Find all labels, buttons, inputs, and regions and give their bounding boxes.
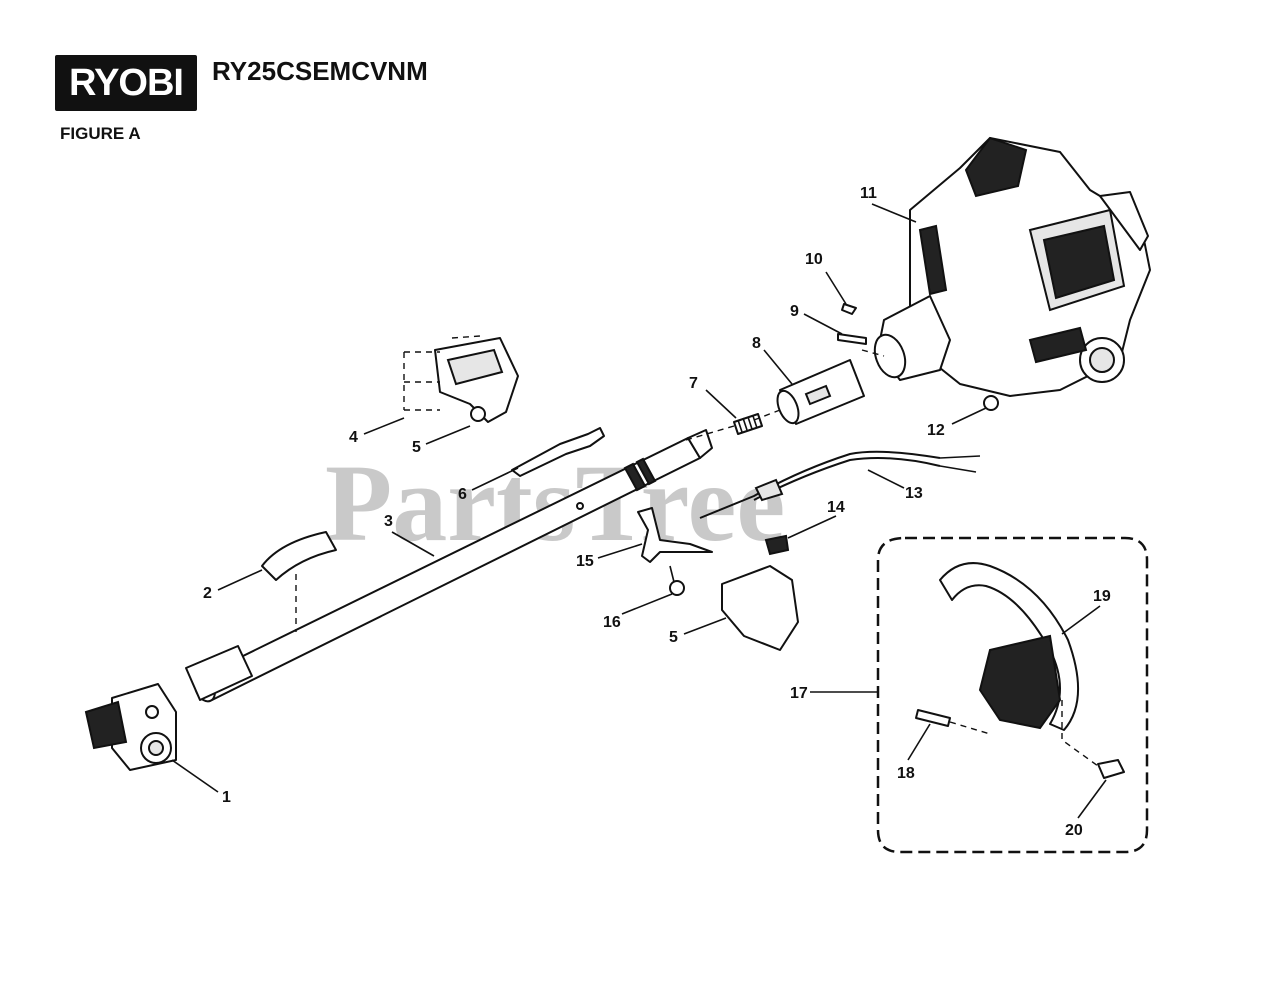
callout-12: 12: [927, 422, 945, 439]
spring-part: [733, 413, 763, 435]
callout-14: 14: [827, 499, 845, 516]
callout-5-upper: 5: [412, 439, 421, 456]
model-number: RY25CSEMCVNM: [212, 56, 428, 86]
callout-2: 2: [203, 585, 212, 602]
ryobi-logo: RYOBI: [55, 55, 197, 111]
throttle-cable-part: [699, 450, 981, 519]
switch-part: [764, 534, 790, 556]
gear-head-part: [84, 683, 177, 771]
callout-16: 16: [603, 614, 621, 631]
callout-19: 19: [1093, 588, 1111, 605]
callout-13: 13: [905, 485, 923, 502]
callout-3: 3: [384, 513, 393, 530]
callout-8: 8: [752, 335, 761, 352]
screw-part: [841, 303, 857, 315]
callout-9: 9: [790, 303, 799, 320]
throttle-housing-lower-part: [721, 565, 799, 651]
engine-part: [873, 136, 1151, 397]
callout-7: 7: [689, 375, 698, 392]
brand-name: RYOBI: [69, 61, 184, 104]
callout-11: 11: [860, 185, 877, 202]
nut-part: [983, 395, 999, 411]
callout-18: 18: [897, 765, 915, 782]
callout-6: 6: [458, 486, 467, 503]
figure-label: FIGURE A: [60, 124, 141, 143]
callout-10: 10: [805, 251, 823, 268]
shaft-part: [185, 429, 713, 703]
callout-17: 17: [790, 685, 808, 702]
wing-nut-part: [1097, 759, 1125, 779]
throttle-housing-part: [403, 335, 519, 423]
callout-1: 1: [222, 789, 231, 806]
handle-assembly-inset: [876, 536, 1149, 854]
callout-labels: 1 2 3 4 5 5 6 7 8 9 10 11 12 13 14 15 16…: [203, 185, 1111, 839]
handle-bolt-part: [915, 709, 951, 727]
callout-20: 20: [1065, 822, 1083, 839]
callout-4: 4: [349, 429, 358, 446]
callout-15: 15: [576, 553, 594, 570]
loop-handle-part: [939, 562, 1079, 731]
trigger-lever-part: [511, 427, 605, 477]
leader-lines: [171, 203, 1107, 819]
callout-5-lower: 5: [669, 629, 678, 646]
label-part: [261, 531, 337, 581]
trigger-part: [637, 507, 713, 563]
coupler-part: [776, 359, 865, 425]
torsion-spring-part: [669, 565, 685, 596]
bolt-part: [837, 333, 867, 345]
